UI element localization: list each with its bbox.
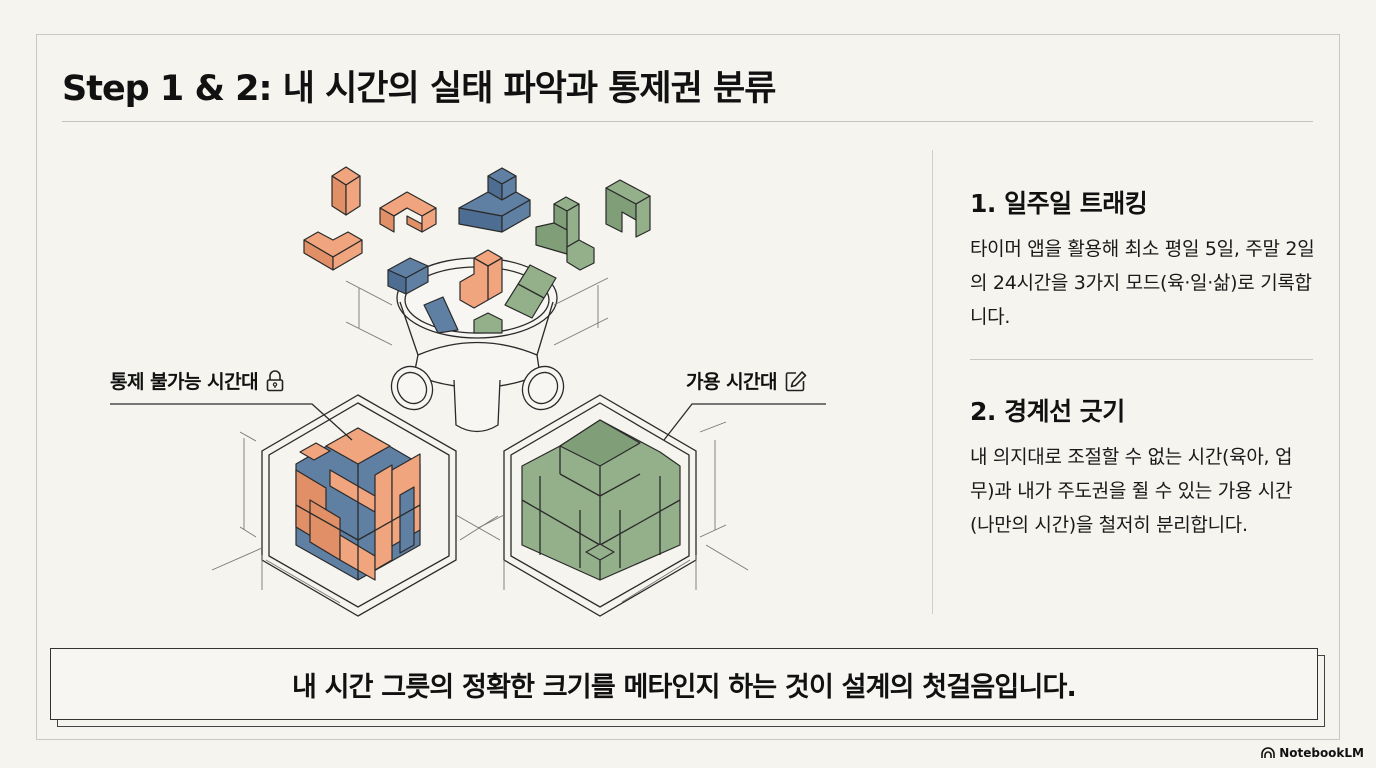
column-divider [932,150,933,614]
available-container [477,394,749,617]
blue-bar-in-funnel [387,257,429,295]
key-takeaway-callout: 내 시간 그릇의 정확한 크기를 메타인지 하는 것이 설계의 첫걸음입니다. [50,648,1318,720]
blue-t-piece [458,167,531,233]
label-leader-lines [110,403,826,441]
notebooklm-branding: NotebookLM [1261,746,1364,760]
uncontrollable-time-text: 통제 불가능 시간대 [110,371,259,393]
orange-step-in-funnel [459,249,503,309]
orange-l-piece [379,191,437,233]
section-divider [970,359,1313,360]
brand-label: NotebookLM [1279,746,1364,760]
slide-frame [36,34,1340,740]
callout-text: 내 시간 그릇의 정확한 크기를 메타인지 하는 것이 설계의 첫걸음입니다. [291,671,1077,703]
section-draw-boundary: 2. 경계선 긋기 내 의지대로 조절할 수 없는 시간(육아, 업무)과 내가… [970,392,1315,542]
orange-v-piece [303,231,363,271]
uncontrollable-time-label: 통제 불가능 시간대 [110,367,284,394]
uncontrollable-container [211,394,501,617]
title-divider [62,121,1313,122]
section-weekly-tracking: 1. 일주일 트래킹 타이머 앱을 활용해 최소 평일 5일, 주말 2일의 2… [970,184,1315,334]
notebooklm-logo-icon [1261,747,1275,758]
blue-slab-in-funnel [423,296,459,334]
tetris-funnel-illustration: .o{fill:#f0a57e;stroke:#2a2a2a;stroke-wi… [110,166,826,617]
dimension-lines [345,277,609,346]
lock-icon [266,369,284,391]
green-cube-in-funnel [473,312,503,334]
section-heading: 1. 일주일 트래킹 [970,189,1148,218]
edit-pencil-icon [785,370,807,391]
orange-i-piece [331,166,361,216]
green-j-piece [605,179,651,238]
green-s-piece [535,196,595,271]
section-heading: 2. 경계선 긋기 [970,397,1125,426]
available-time-label: 가용 시간대 [686,367,807,394]
available-time-text: 가용 시간대 [686,371,778,393]
slide-title: Step 1 & 2: 내 시간의 실태 파악과 통제권 분류 [62,69,776,109]
section-body: 타이머 앱을 활용해 최소 평일 5일, 주말 2일의 24시간을 3가지 모드… [970,238,1315,328]
green-bar-in-funnel [504,264,557,319]
section-body: 내 의지대로 조절할 수 없는 시간(육아, 업무)과 내가 주도권을 쥘 수 … [970,446,1293,536]
